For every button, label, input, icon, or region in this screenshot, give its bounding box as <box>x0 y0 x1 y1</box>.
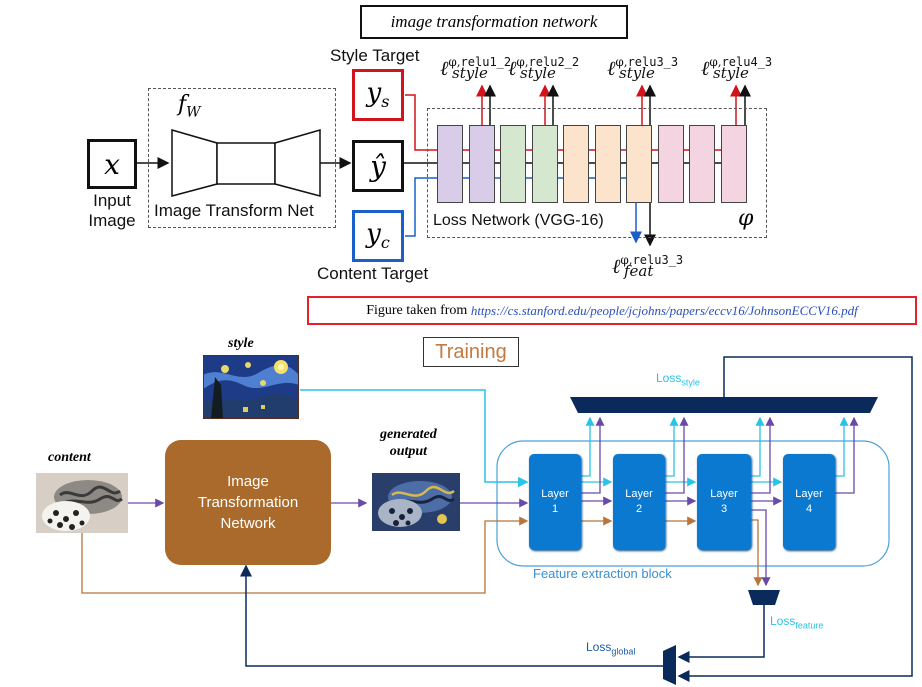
input-label-line1: Input <box>93 191 131 210</box>
transform-net-dashed-box <box>148 88 336 228</box>
generated-label-line1: generated <box>380 427 437 442</box>
vgg-block-10 <box>720 125 747 203</box>
vgg-block-8 <box>657 125 684 203</box>
vgg-block-3 <box>500 125 526 203</box>
generated-label: generated output <box>380 426 437 460</box>
loss-network-dashed-box <box>427 108 767 238</box>
top-title: image transformation network <box>390 12 598 31</box>
generated-label-line2: output <box>389 444 428 459</box>
loss-feature-node <box>748 590 780 605</box>
loss-style-label: Lossstyle <box>656 371 700 388</box>
network-label: Image Transformation Network <box>197 473 299 532</box>
citation-box: Figure taken from https://cs.stanford.ed… <box>307 296 917 325</box>
feature-block-label: Feature extraction block <box>533 566 672 581</box>
x-symbol: x <box>104 147 120 181</box>
generated-image <box>372 473 460 531</box>
input-x-box: x <box>87 139 137 189</box>
content-target-label: Content Target <box>317 264 429 283</box>
yhat-box: ŷ <box>352 140 404 192</box>
decoder-trapezoid <box>274 129 321 197</box>
vgg-block-5 <box>563 125 589 203</box>
yc-symbol: yc <box>366 219 390 253</box>
loss-global-node <box>663 645 676 685</box>
style-target-label: Style Target <box>330 46 420 65</box>
loss-style-bar <box>570 397 878 413</box>
vgg-block-7 <box>626 125 652 203</box>
style-label: style <box>228 336 254 351</box>
phi-symbol: φ <box>738 206 754 231</box>
input-label-line2: Image <box>88 211 136 230</box>
style-image <box>203 355 299 419</box>
ys-box: ys ys <box>352 69 404 121</box>
loss-feature-label: Lossfeature <box>770 614 824 631</box>
vgg-block-1 <box>437 125 463 203</box>
vgg-block-6 <box>594 125 621 203</box>
input-image-label: Input Image <box>84 191 140 231</box>
content-label: content <box>48 450 91 465</box>
citation-prefix: Figure taken from <box>366 302 468 318</box>
training-title-box: Training <box>423 337 519 367</box>
yhat-symbol: ŷ <box>370 149 386 183</box>
vgg-blocks <box>437 125 757 205</box>
fw-symbol: fWfW <box>178 92 201 121</box>
image-transformation-network-box: Image Transformation Network <box>165 440 331 565</box>
ys-symbol: ys <box>366 78 390 112</box>
training-title: Training <box>435 340 507 363</box>
vgg-block-9 <box>689 125 715 203</box>
top-title-box: image transformation network <box>360 5 628 39</box>
citation-link[interactable]: https://cs.stanford.edu/people/jcjohns/p… <box>470 302 858 318</box>
loss-global-label: Lossglobal <box>586 640 636 657</box>
vgg-block-4 <box>531 125 558 203</box>
vgg-block-2 <box>468 125 495 203</box>
yc-box: yc yc <box>352 210 404 262</box>
transform-net-label: Image Transform Net <box>154 201 314 220</box>
loss-network-label: Loss Network (VGG-16) <box>433 212 604 229</box>
content-image <box>36 473 128 533</box>
